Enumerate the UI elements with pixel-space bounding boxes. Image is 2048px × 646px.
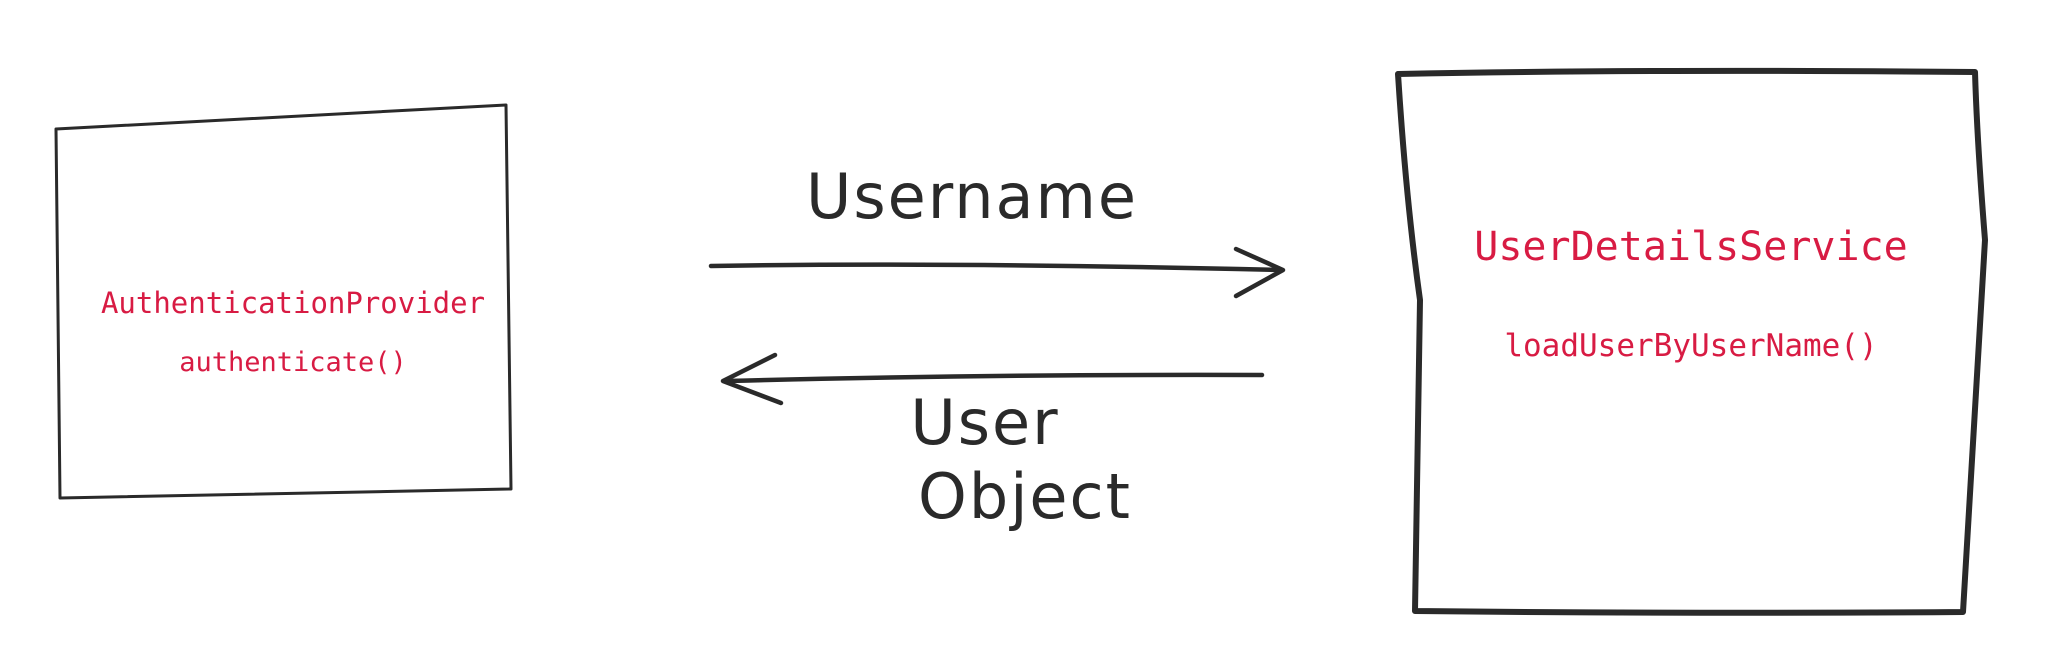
user-label: User [910, 386, 1060, 459]
arrow-right-username [708, 246, 1286, 299]
arrow-left-user-object [720, 352, 1265, 406]
authenticate-method: authenticate() [179, 347, 407, 378]
user-details-service-title: UserDetailsService [1474, 224, 1908, 270]
authentication-provider-box [54, 103, 513, 500]
authentication-provider-title: AuthenticationProvider [100, 286, 486, 320]
load-user-method: loadUserByUserName() [1504, 328, 1878, 364]
object-label: Object [918, 460, 1132, 533]
user-details-service-box [1395, 67, 1988, 616]
username-label: Username [805, 160, 1139, 233]
